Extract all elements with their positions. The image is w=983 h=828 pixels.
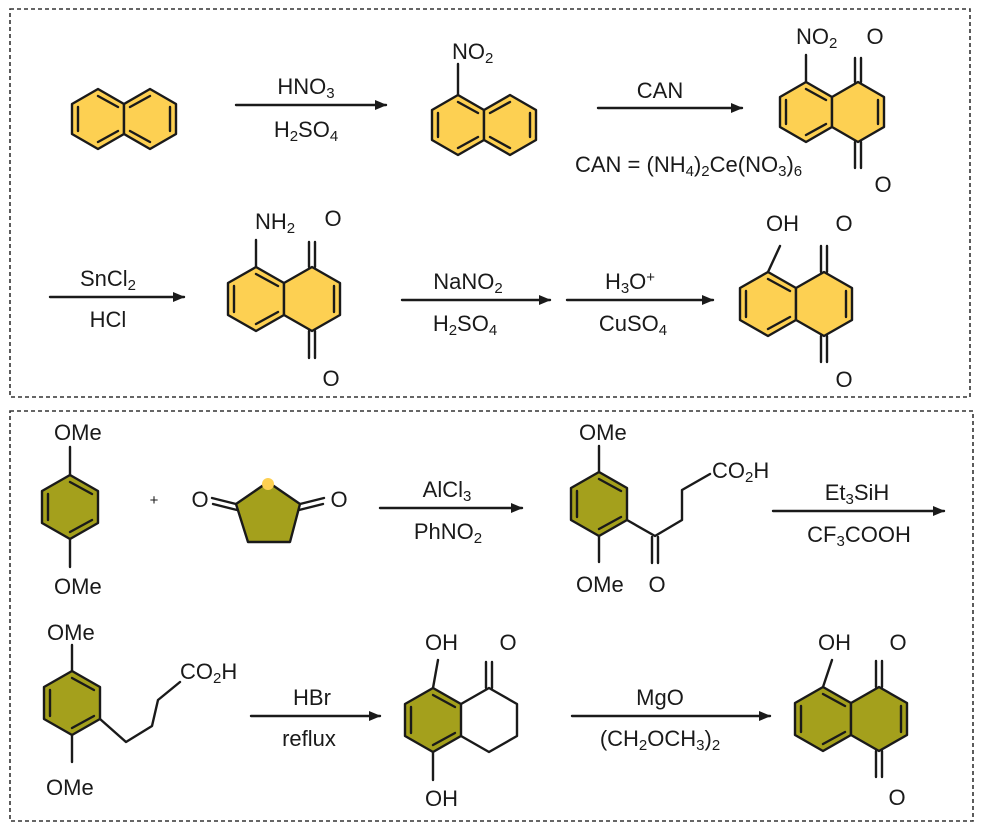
ring bbox=[40, 473, 100, 541]
ring bbox=[70, 87, 126, 151]
methoxy-group-label: OMe bbox=[46, 775, 94, 800]
hydroxy-group-label: OH bbox=[425, 786, 458, 811]
reagent-label: H2SO4 bbox=[274, 117, 338, 145]
ring bbox=[430, 93, 486, 157]
panel-naphthalene-route bbox=[9, 8, 971, 398]
oxo-label: O bbox=[835, 211, 852, 236]
reagent-label: (CH2OCH3)2 bbox=[600, 726, 720, 754]
ring bbox=[849, 685, 909, 753]
ring bbox=[226, 265, 286, 333]
oxo-label: O bbox=[874, 172, 891, 197]
dimethoxybenzene-structure: OMe OMe bbox=[40, 420, 102, 599]
juglone-structure: OH O O bbox=[738, 211, 854, 392]
keto-acid-structure: OMe OMe O CO2H bbox=[569, 420, 769, 597]
oxo-label: O bbox=[191, 487, 208, 512]
oxo-label: O bbox=[866, 24, 883, 49]
ring bbox=[738, 270, 798, 338]
oxo-label: O bbox=[835, 367, 852, 392]
ring bbox=[482, 93, 538, 157]
reagent-label: reflux bbox=[282, 726, 336, 751]
plus-sign: + bbox=[150, 492, 159, 509]
reagent-label: H2SO4 bbox=[433, 311, 497, 339]
reagent-label: SnCl2 bbox=[80, 266, 136, 294]
reagent-label: CAN bbox=[637, 78, 683, 103]
ring-oxygen-mark bbox=[262, 478, 274, 490]
hydroxy-group-label: OH bbox=[425, 630, 458, 655]
nitronaphthalene-structure: NO2 bbox=[430, 39, 538, 157]
aminonaphthoquinone-structure: NH2 O O bbox=[226, 206, 342, 391]
carboxylic-acid-label: CO2H bbox=[180, 659, 237, 687]
panel-dimethoxybenzene-route bbox=[9, 410, 974, 822]
oxo-label: O bbox=[888, 785, 905, 810]
dihydroxy-tetralone-structure: OH OH O bbox=[403, 630, 519, 811]
oxo-label: O bbox=[499, 630, 516, 655]
reagent-label: HBr bbox=[293, 685, 331, 710]
juglone-structure: OH O O bbox=[793, 630, 909, 810]
hydroxy-group-label: OH bbox=[818, 630, 851, 655]
methoxy-group-label: OMe bbox=[54, 574, 102, 599]
reagent-label: Et3SiH bbox=[825, 480, 890, 508]
reagent-label: HNO3 bbox=[277, 74, 334, 102]
reagent-label: NaNO2 bbox=[433, 269, 502, 297]
ring bbox=[42, 669, 102, 737]
reagent-label: AlCl3 bbox=[423, 477, 472, 505]
ring bbox=[794, 270, 854, 338]
methoxy-group-label: OMe bbox=[47, 620, 95, 645]
nitronaphthoquinone-structure: NO2 O O bbox=[778, 24, 892, 197]
methoxy-group-label: OMe bbox=[54, 420, 102, 445]
hydroxy-group-label: OH bbox=[766, 211, 799, 236]
reagent-label: HCl bbox=[90, 307, 127, 332]
nitro-group-label: NO2 bbox=[452, 39, 493, 67]
oxo-label: O bbox=[324, 206, 341, 231]
ring bbox=[569, 470, 629, 538]
ring bbox=[830, 80, 886, 144]
reagent-label: MgO bbox=[636, 685, 684, 710]
reagent-label: CuSO4 bbox=[599, 311, 667, 339]
ring bbox=[778, 80, 834, 144]
ring bbox=[234, 480, 302, 544]
ring bbox=[793, 685, 853, 753]
reagent-label: PhNO2 bbox=[414, 519, 482, 547]
oxo-label: O bbox=[330, 487, 347, 512]
ring bbox=[122, 87, 178, 151]
succinic-anhydride-structure: O O bbox=[191, 478, 348, 544]
can-definition-note: CAN = (NH4)2Ce(NO3)6 bbox=[575, 152, 802, 180]
nitro-group-label: NO2 bbox=[796, 24, 837, 52]
naphthalene-structure bbox=[70, 87, 178, 151]
ring bbox=[282, 265, 342, 333]
oxo-label: O bbox=[889, 630, 906, 655]
methoxy-group-label: OMe bbox=[576, 572, 624, 597]
reagent-label: H3O+ bbox=[605, 269, 655, 297]
oxo-label: O bbox=[648, 572, 665, 597]
carboxylic-acid-label: CO2H bbox=[712, 458, 769, 486]
amino-group-label: NH2 bbox=[255, 209, 295, 237]
arylbutanoic-acid-structure: OMe OMe CO2H bbox=[42, 620, 237, 800]
ring bbox=[403, 686, 463, 754]
oxo-label: O bbox=[322, 366, 339, 391]
reagent-label: CF3COOH bbox=[807, 522, 911, 550]
methoxy-group-label: OMe bbox=[579, 420, 627, 445]
